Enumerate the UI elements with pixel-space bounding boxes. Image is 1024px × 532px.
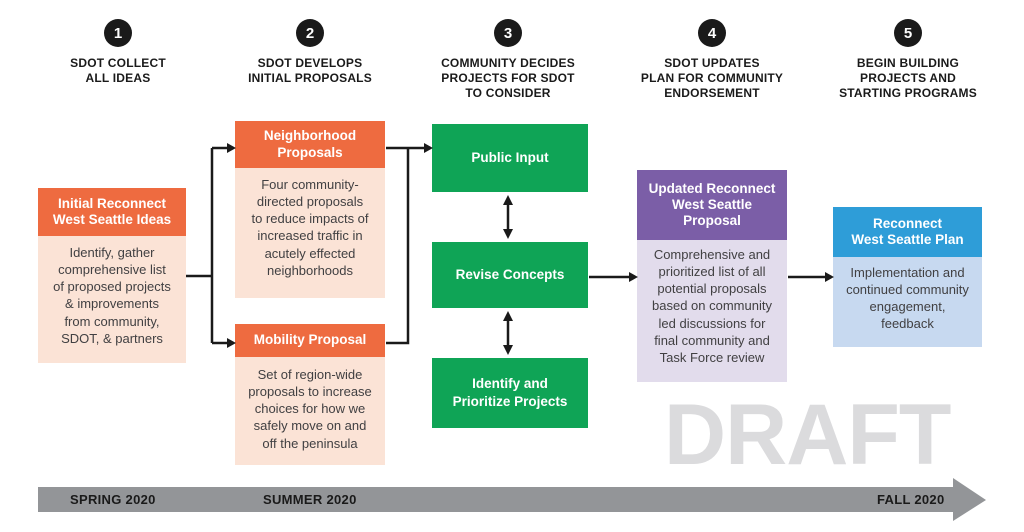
box-neighborhood-title: Neighborhood Proposals [235, 121, 385, 168]
step-3-number: 3 [503, 24, 513, 42]
step-header-2: 2 SDOT DEVELOPS INITIAL PROPOSALS [200, 19, 420, 86]
step-header-3: 3 COMMUNITY DECIDES PROJECTS FOR SDOT TO… [398, 19, 618, 101]
box-mobility-proposal: Mobility Proposal Set of region-wide pro… [235, 324, 385, 465]
step-1-number: 1 [113, 24, 123, 42]
arrowhead-up-2-icon [503, 311, 513, 321]
step-4-number: 4 [707, 24, 717, 42]
box-neighborhood-body: Four community- directed proposals to re… [235, 168, 385, 298]
timeline-label-fall: FALL 2020 [877, 492, 945, 507]
box-reconnect-plan-title: Reconnect West Seattle Plan [833, 207, 982, 257]
box-identify-prioritize: Identify and Prioritize Projects [432, 358, 588, 428]
box-initial-ideas-body: Identify, gather comprehensive list of p… [38, 236, 186, 363]
line-mobility-join [386, 148, 410, 345]
box-mobility-title: Mobility Proposal [235, 324, 385, 357]
step-header-5: 5 BEGIN BUILDING PROJECTS AND STARTING P… [798, 19, 1018, 101]
box-updated-proposal: Updated Reconnect West Seattle Proposal … [637, 170, 787, 382]
step-5-number: 5 [903, 24, 913, 42]
arrowhead-up-1-icon [503, 195, 513, 205]
box-initial-ideas-title: Initial Reconnect West Seattle Ideas [38, 188, 186, 236]
box-updated-proposal-title: Updated Reconnect West Seattle Proposal [637, 170, 787, 240]
step-2-label: SDOT DEVELOPS INITIAL PROPOSALS [248, 56, 372, 85]
box-updated-proposal-body: Comprehensive and prioritized list of al… [637, 240, 787, 382]
step-4-number-icon: 4 [698, 19, 726, 47]
arrowhead-down-2-icon [503, 345, 513, 355]
step-2-number-icon: 2 [296, 19, 324, 47]
arrowhead-down-1-icon [503, 229, 513, 239]
box-neighborhood-proposals: Neighborhood Proposals Four community- d… [235, 121, 385, 298]
step-header-1: 1 SDOT COLLECT ALL IDEAS [8, 19, 228, 86]
box-initial-ideas: Initial Reconnect West Seattle Ideas Ide… [38, 188, 186, 363]
box-reconnect-plan: Reconnect West Seattle Plan Implementati… [833, 207, 982, 347]
step-2-number: 2 [305, 24, 315, 42]
step-3-label: COMMUNITY DECIDES PROJECTS FOR SDOT TO C… [441, 56, 575, 100]
step-1-number-icon: 1 [104, 19, 132, 47]
box-mobility-body: Set of region-wide proposals to increase… [235, 357, 385, 465]
step-3-number-icon: 3 [494, 19, 522, 47]
box-revise-concepts: Revise Concepts [432, 242, 588, 308]
step-1-label: SDOT COLLECT ALL IDEAS [70, 56, 166, 85]
step-header-4: 4 SDOT UPDATES PLAN FOR COMMUNITY ENDORS… [602, 19, 822, 101]
timeline-arrowhead-icon [953, 478, 986, 521]
box-reconnect-plan-body: Implementation and continued community e… [833, 257, 982, 347]
timeline-label-spring: SPRING 2020 [70, 492, 156, 507]
timeline-bar [38, 487, 953, 512]
draft-watermark: DRAFT [664, 387, 951, 483]
step-4-label: SDOT UPDATES PLAN FOR COMMUNITY ENDORSEM… [640, 56, 784, 100]
step-5-number-icon: 5 [894, 19, 922, 47]
step-5-label: BEGIN BUILDING PROJECTS AND STARTING PRO… [839, 56, 977, 100]
box-public-input: Public Input [432, 124, 588, 192]
timeline-label-summer: SUMMER 2020 [263, 492, 357, 507]
